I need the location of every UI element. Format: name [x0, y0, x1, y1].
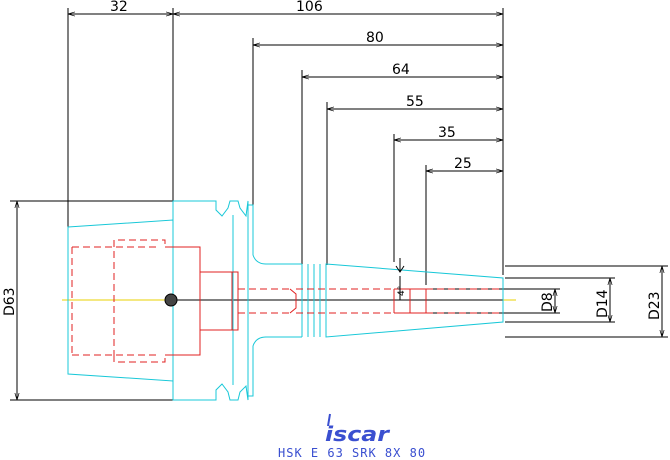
iscar-logo-text: iscar — [325, 422, 390, 446]
left-diameter-dimension: D63 — [2, 200, 175, 401]
flange-outline — [172, 200, 504, 401]
dim-d14-label: D14 — [595, 289, 611, 318]
dim-d8-label: D8 — [540, 292, 556, 312]
angle-annotation: 4° — [395, 258, 407, 300]
dim-55-label: 55 — [406, 94, 424, 110]
dim-64-label: 64 — [392, 62, 410, 78]
tool-designation-caption: HSK E 63 SRK 8X 80 — [278, 446, 426, 460]
iscar-logo: iscar — [325, 413, 390, 446]
center-hole-icon — [164, 293, 178, 307]
dim-32-label: 32 — [110, 0, 128, 15]
dim-25-label: 25 — [454, 156, 472, 172]
top-dimensions: 32 106 80 64 55 35 25 — [67, 0, 504, 285]
angle-label: 4° — [397, 286, 407, 296]
dim-35-label: 35 — [438, 125, 456, 141]
dim-80-label: 80 — [366, 30, 384, 46]
dim-106-label: 106 — [296, 0, 323, 15]
right-diameter-dimensions: D8 D14 D23 — [430, 265, 668, 338]
dim-d23-label: D23 — [647, 291, 663, 320]
hidden-lines — [71, 239, 503, 363]
dim-d63-label: D63 — [2, 287, 18, 316]
